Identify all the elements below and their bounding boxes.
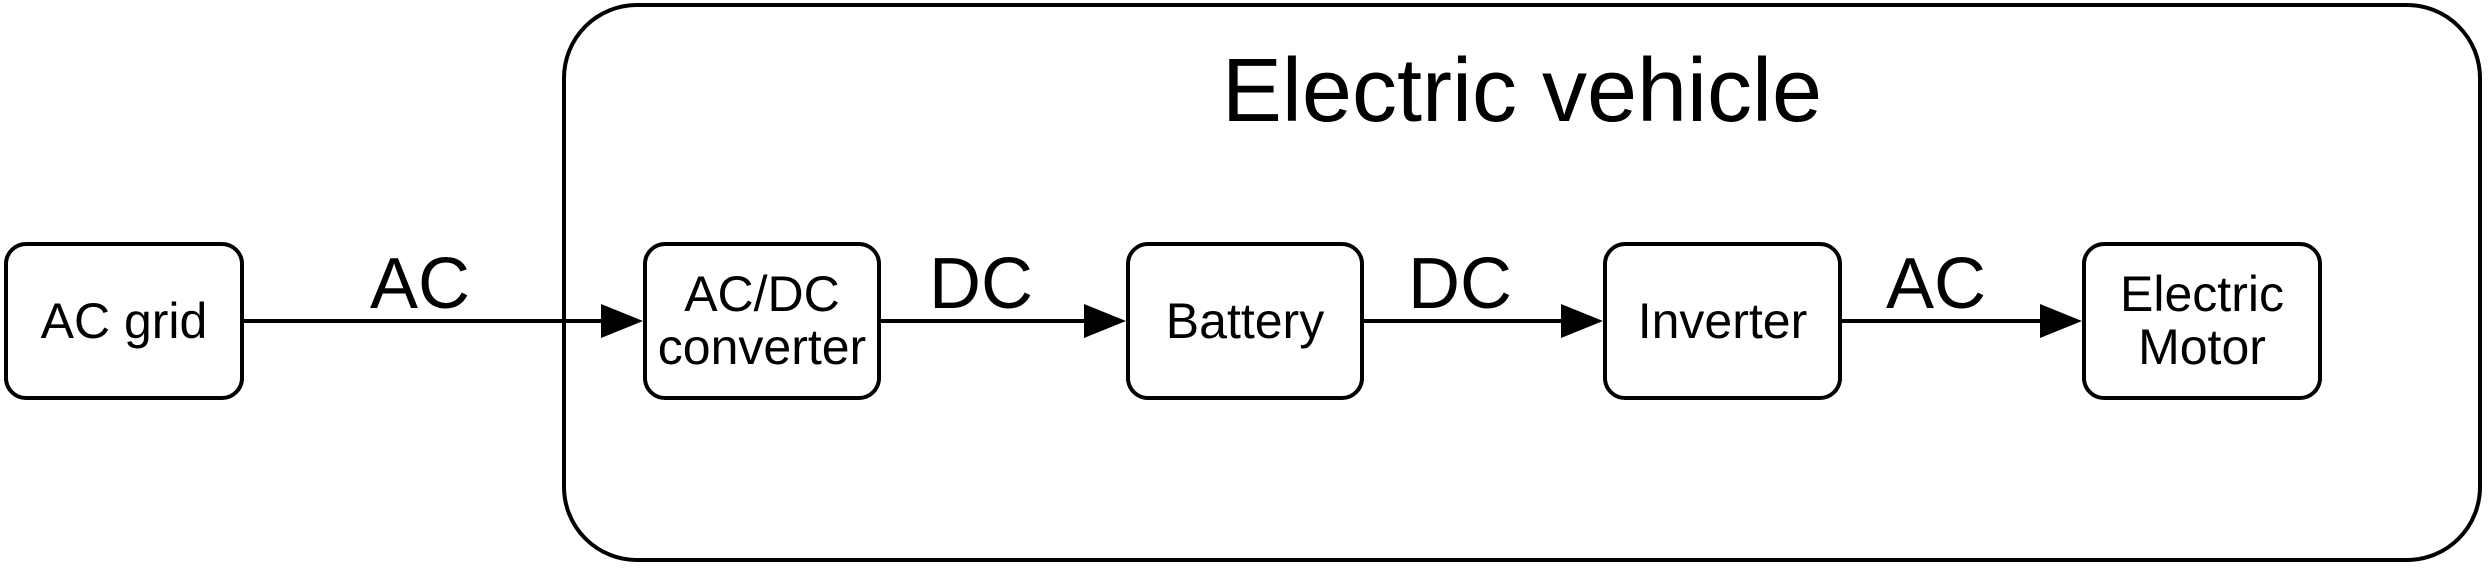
electric-vehicle-title: Electric vehicle (1221, 41, 1823, 141)
edge-line-ac-grid-to-converter (240, 319, 603, 323)
edge-label-ac-1: AC (369, 244, 471, 324)
node-electric-motor-label-line1: Electric (2120, 266, 2284, 322)
node-inverter-label: Inverter (1637, 293, 1808, 349)
node-electric-motor-label-line2: Motor (2138, 319, 2266, 375)
node-inverter: Inverter (1603, 242, 1842, 400)
electric-vehicle-boundary (562, 3, 2482, 562)
node-battery: Battery (1126, 242, 1364, 400)
edge-line-converter-to-battery (877, 319, 1084, 323)
edge-label-dc-1: DC (929, 244, 1033, 324)
arrowhead-icon (2040, 304, 2082, 338)
arrowhead-icon (601, 304, 643, 338)
arrowhead-icon (1561, 304, 1603, 338)
edge-line-inverter-to-motor (1838, 319, 2040, 323)
node-acdc-converter: AC/DC converter (643, 242, 881, 400)
node-acdc-converter-label-line1: AC/DC (684, 266, 840, 322)
edge-label-ac-2: AC (1885, 244, 1987, 324)
edge-label-dc-2: DC (1408, 244, 1512, 324)
node-ac-grid-label: AC grid (40, 293, 208, 349)
node-acdc-converter-label-line2: converter (657, 319, 867, 375)
edge-line-battery-to-inverter (1360, 319, 1561, 323)
node-battery-label: Battery (1165, 293, 1325, 349)
node-electric-motor: Electric Motor (2082, 242, 2322, 400)
node-ac-grid: AC grid (4, 242, 244, 400)
arrowhead-icon (1084, 304, 1126, 338)
